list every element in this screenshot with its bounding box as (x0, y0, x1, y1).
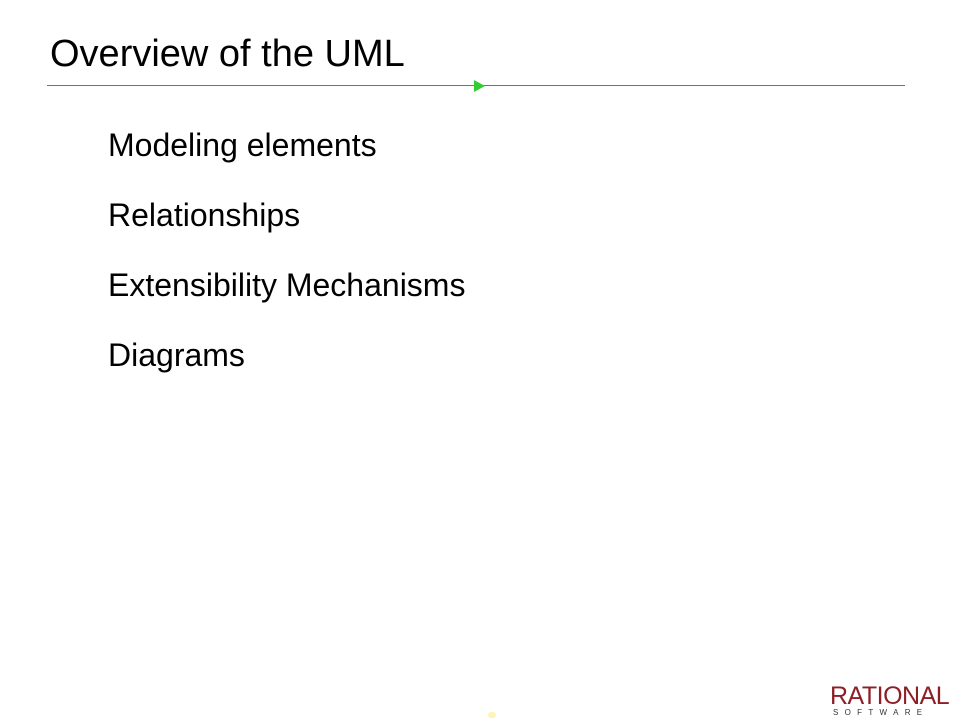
logo-tagline: SOFTWARE (833, 708, 929, 717)
rational-logo: RATIONAL SOFTWARE (830, 682, 950, 718)
bullet-item-relationships: Relationships (108, 197, 301, 233)
decorative-glint-icon (488, 712, 496, 718)
bullet-item-diagrams: Diagrams (108, 337, 245, 373)
bullet-item-modeling-elements: Modeling elements (108, 127, 377, 163)
bullet-item-extensibility-mechanisms: Extensibility Mechanisms (108, 267, 466, 303)
slide-title: Overview of the UML (50, 33, 405, 75)
logo-wordmark: RATIONAL (830, 682, 950, 710)
arrow-marker-icon (474, 80, 485, 92)
bullet-list: Modeling elements Relationships Extensib… (108, 110, 465, 390)
